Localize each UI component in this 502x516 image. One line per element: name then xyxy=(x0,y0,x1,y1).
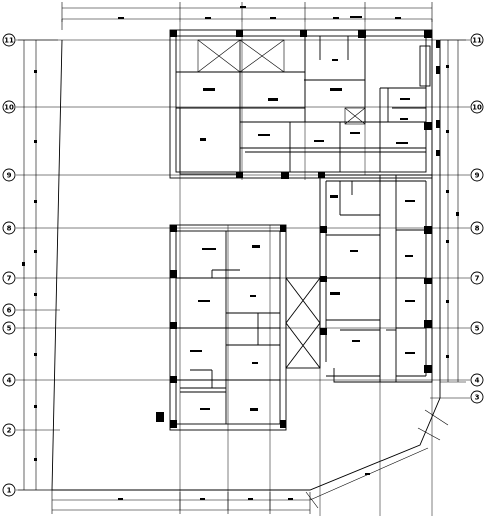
grid-labels-left: 11 10 9 8 7 6 5 4 2 1 xyxy=(4,37,14,495)
grid-axes-horizontal xyxy=(16,39,470,491)
structural-columns xyxy=(156,30,440,428)
grid-label-8-left: 8 xyxy=(7,225,12,233)
middle-link-walls xyxy=(285,277,321,369)
grid-label-7-left: 7 xyxy=(7,275,12,283)
grid-labels-right: 11 10 9 8 7 5 4 3 xyxy=(472,37,482,402)
grid-label-4-left: 4 xyxy=(7,377,12,385)
grid-bubbles-right xyxy=(470,33,484,404)
grid-label-4-right: 4 xyxy=(475,377,480,385)
grid-label-11-right: 11 xyxy=(472,37,482,45)
right-dimension-ticks xyxy=(446,65,459,358)
grid-bubbles-left xyxy=(2,33,16,497)
grid-label-6-left: 6 xyxy=(7,307,12,315)
upper-block-walls xyxy=(169,29,433,179)
grid-axes-vertical xyxy=(179,22,433,516)
grid-label-9-left: 9 xyxy=(7,172,12,180)
grid-label-3-right: 3 xyxy=(475,394,480,402)
grid-label-10-right: 10 xyxy=(472,104,482,112)
room-tags xyxy=(190,16,415,411)
right-dimension-lines xyxy=(440,39,466,383)
grid-label-10-left: 10 xyxy=(4,104,14,112)
grid-label-1-left: 1 xyxy=(7,487,12,495)
top-dimension-lines xyxy=(61,2,433,30)
right-block-walls xyxy=(319,174,433,383)
site-boundary xyxy=(51,39,441,491)
grid-label-2-left: 2 xyxy=(7,427,12,435)
left-block-walls xyxy=(169,224,287,431)
bottom-dimension-ticks xyxy=(118,473,370,500)
grid-label-5-right: 5 xyxy=(475,325,480,333)
top-dimension-ticks xyxy=(118,6,401,19)
grid-label-5-left: 5 xyxy=(7,325,12,333)
grid-label-7-right: 7 xyxy=(475,275,480,283)
upper-block-stairs xyxy=(197,39,366,125)
bottom-dimension-lines xyxy=(51,447,429,514)
grid-label-11-left: 11 xyxy=(4,37,14,45)
grid-label-8-right: 8 xyxy=(475,225,480,233)
left-dimension-ticks xyxy=(22,70,37,461)
grid-label-9-right: 9 xyxy=(475,172,480,180)
angled-dimension xyxy=(305,397,470,509)
